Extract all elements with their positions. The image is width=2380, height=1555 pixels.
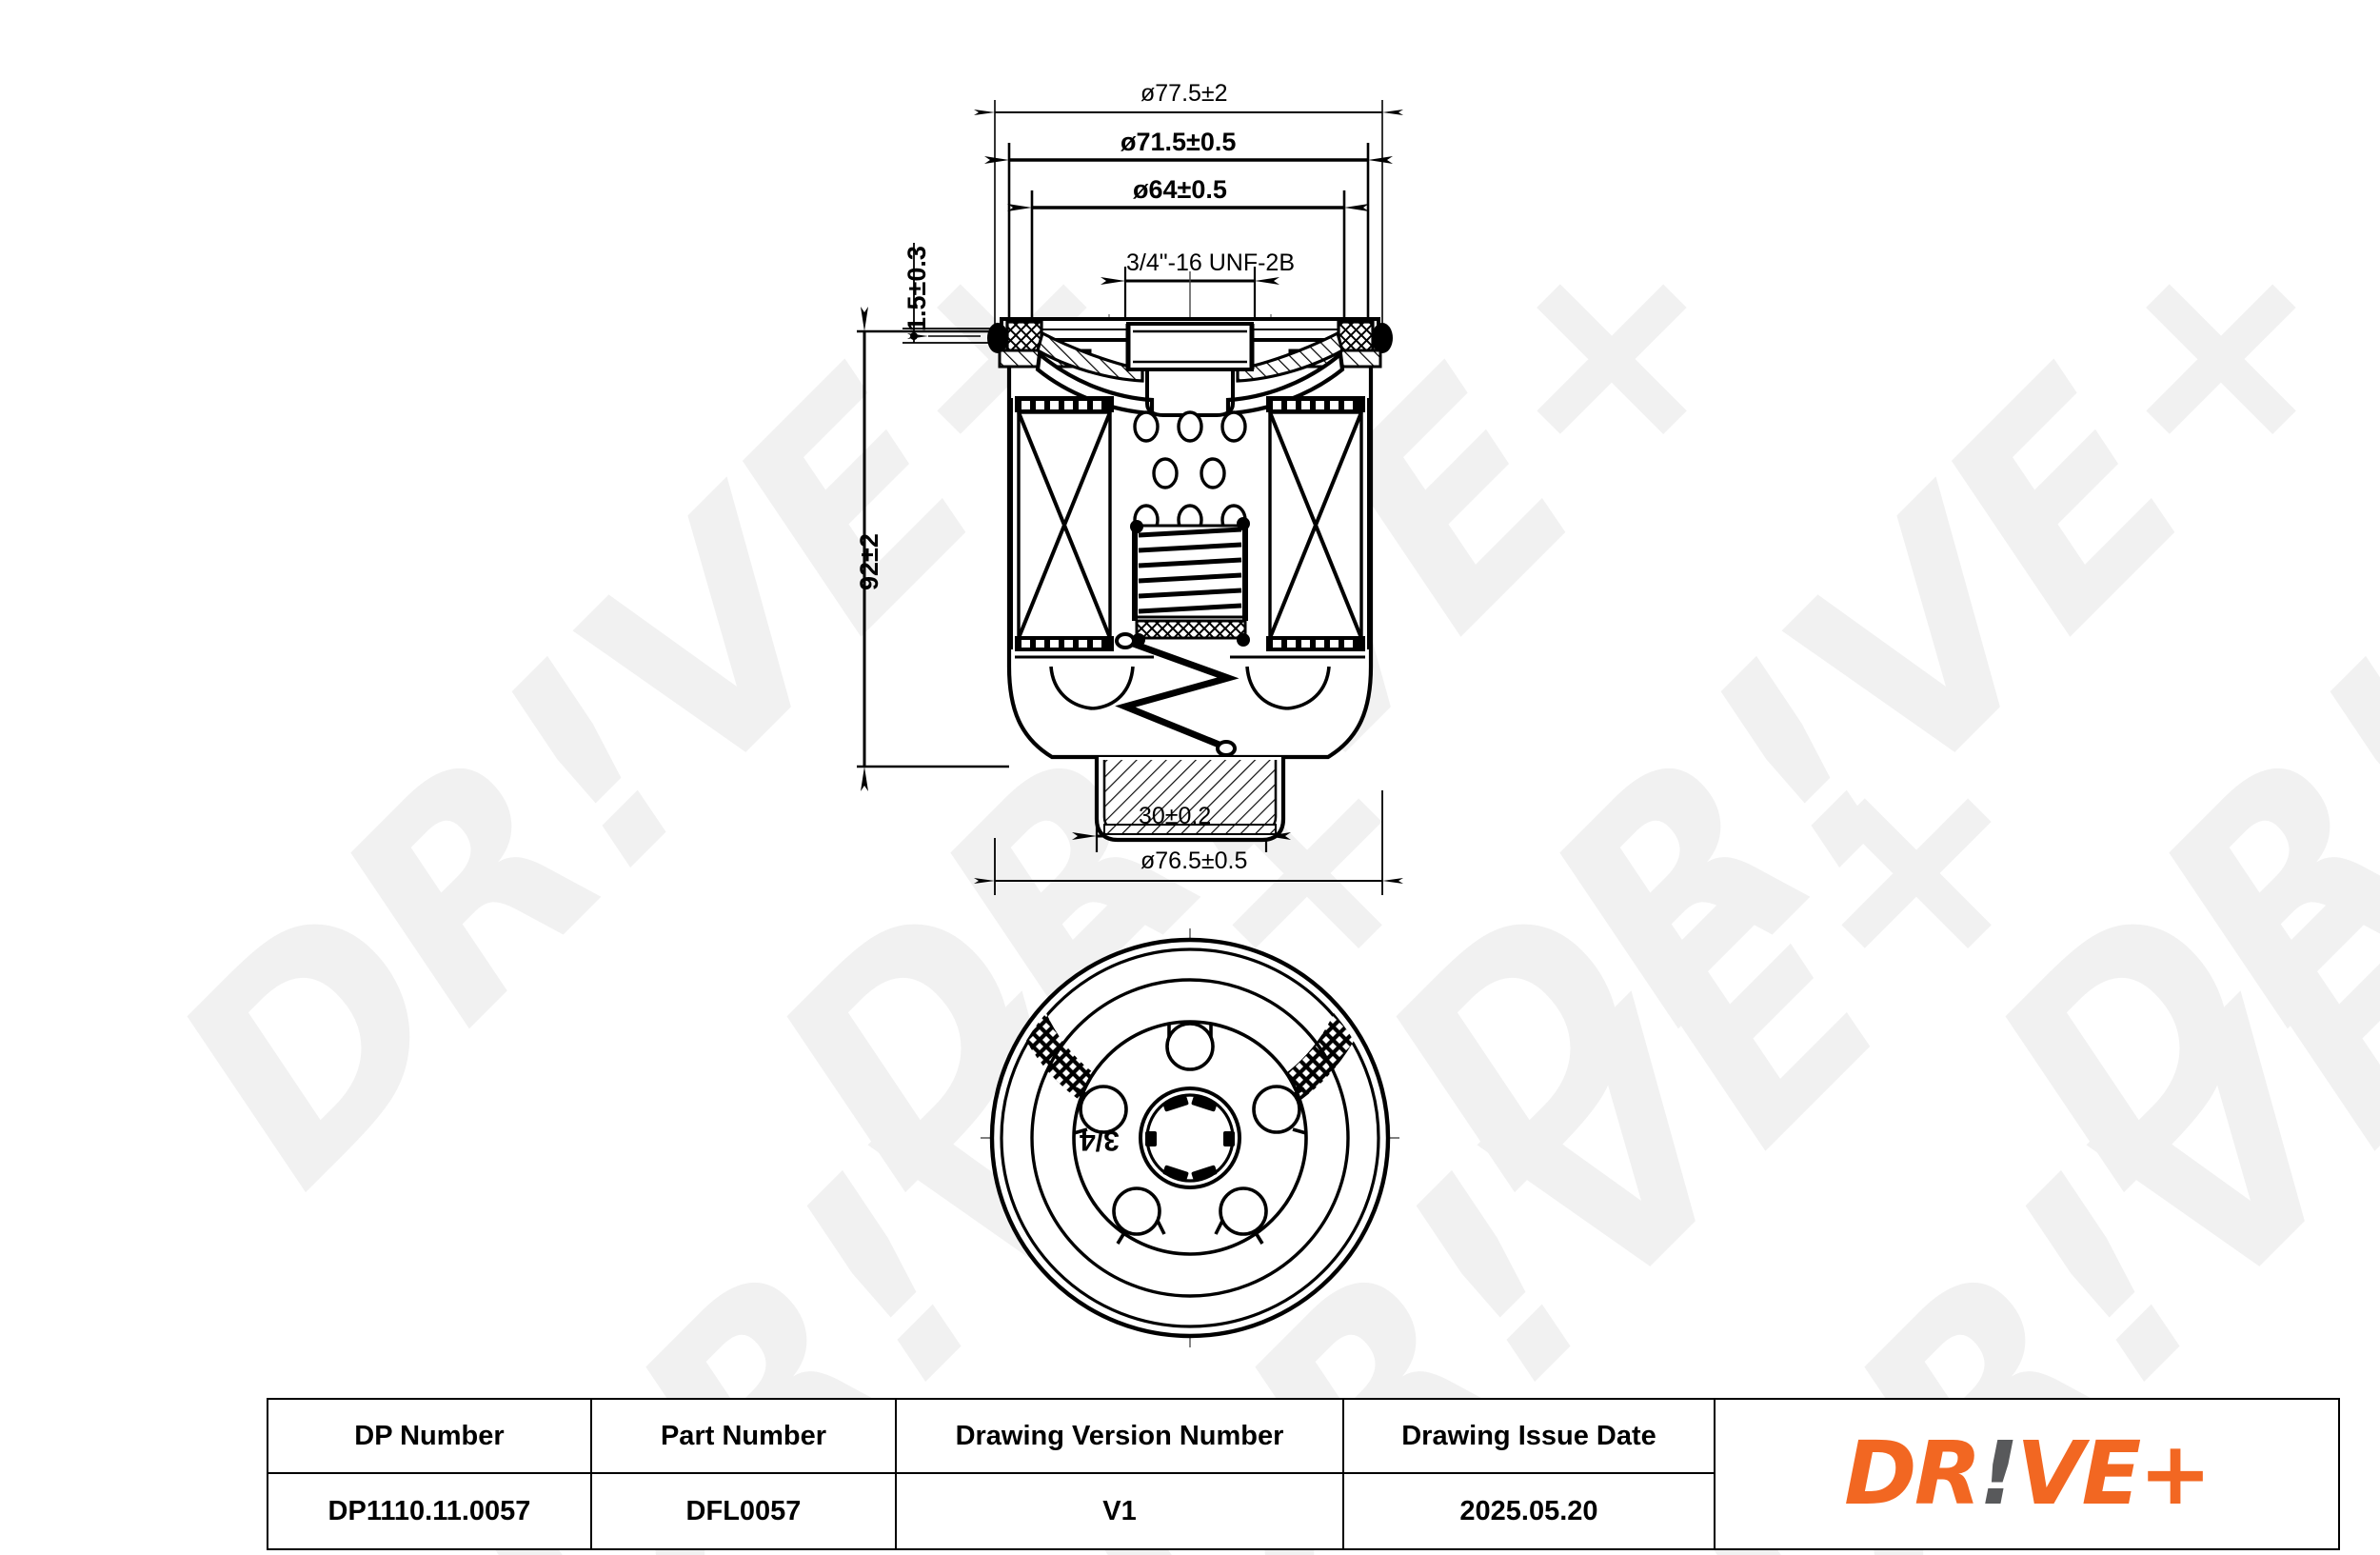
gasket-bead-right	[1372, 323, 1393, 353]
dimension-lines-top	[974, 100, 1403, 345]
thread-notches	[1145, 1095, 1235, 1182]
title-block-column-dp-number: DP Number DP1110.11.0057	[268, 1400, 592, 1548]
title-block-column-logo: DR!VE+	[1716, 1400, 2338, 1548]
element-end-cap-top-right	[1266, 396, 1365, 412]
dim-body-diameter: ø76.5±0.5	[1140, 847, 1248, 874]
logo-part-ve-plus: VE+	[2016, 1423, 2212, 1525]
value-drawing-version-number: V1	[1102, 1495, 1137, 1526]
header-drawing-issue-date: Drawing Issue Date	[1344, 1400, 1714, 1474]
header-dp-number: DP Number	[268, 1400, 590, 1474]
title-block: DP Number DP1110.11.0057 Part Number DFL…	[267, 1398, 2340, 1550]
return-spring	[1115, 637, 1240, 751]
dim-gasket-thickness: 1.5±0.3	[902, 246, 931, 331]
logo-exclamation-icon: !	[1978, 1423, 2019, 1525]
title-block-column-issue-date: Drawing Issue Date 2025.05.20	[1344, 1400, 1716, 1548]
cross-section-view	[987, 271, 1393, 843]
dim-seal-outer-diameter: ø71.5±0.5	[1121, 128, 1237, 156]
title-block-column-drawing-version: Drawing Version Number V1	[897, 1400, 1344, 1548]
center-thread-hole-inner	[1145, 1093, 1235, 1183]
base-ribs	[1049, 666, 1331, 710]
bottom-view-thread-label: 3/4	[1080, 1125, 1120, 1156]
oil-inlet-holes	[1079, 1022, 1301, 1236]
dim-base-width: 30±0.2	[1139, 803, 1212, 829]
baffle-plate-left	[1036, 330, 1144, 383]
filter-media-left	[1017, 410, 1112, 640]
filter-media-right	[1268, 410, 1363, 640]
gasket-section-right	[1337, 320, 1375, 356]
value-drawing-issue-date: 2025.05.20	[1459, 1495, 1598, 1526]
baffle-plate-right	[1236, 330, 1344, 383]
element-end-cap-bottom-left	[1015, 636, 1114, 651]
dim-thread-spec: 3/4"-16 UNF-2B	[1126, 249, 1295, 276]
bypass-valve-assembly	[1130, 517, 1250, 647]
logo-part-dr: DR	[1844, 1423, 1981, 1525]
value-part-number: DFL0057	[685, 1495, 802, 1526]
brand-logo-text: DR!VE+	[1844, 1430, 2212, 1518]
bottom-plan-view	[981, 928, 1399, 1347]
dim-total-height: 92±2	[855, 533, 883, 590]
gasket-bead-left	[987, 323, 1008, 353]
brand-logo: DR!VE+	[1716, 1400, 2338, 1548]
dimension-total-height	[857, 307, 1009, 791]
title-block-column-part-number: Part Number DFL0057	[592, 1400, 897, 1548]
element-end-cap-bottom-right	[1266, 636, 1365, 651]
value-dp-number: DP1110.11.0057	[327, 1495, 531, 1526]
element-end-cap-top-left	[1015, 396, 1114, 412]
header-part-number: Part Number	[592, 1400, 895, 1474]
header-drawing-version-number: Drawing Version Number	[897, 1400, 1342, 1474]
dim-seal-inner-diameter: ø64±0.5	[1133, 175, 1227, 204]
dim-outer-diameter: ø77.5±2	[1140, 80, 1228, 107]
